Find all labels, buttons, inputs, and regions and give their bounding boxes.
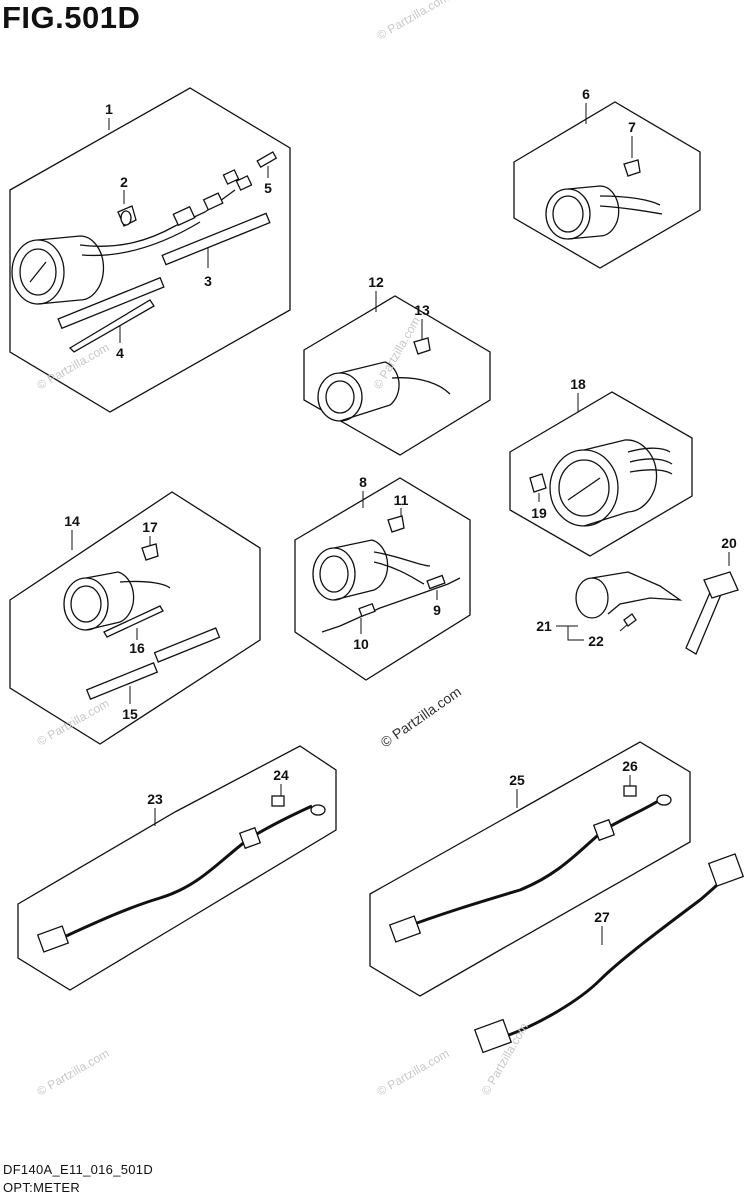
- callout-7: 7: [628, 119, 636, 135]
- callout-18: 18: [570, 376, 586, 392]
- callout-1: 1: [105, 101, 113, 117]
- callout-16: 16: [129, 640, 145, 656]
- group-box-12: [303, 295, 491, 456]
- callout-23: 23: [147, 791, 163, 807]
- group-box-8: [294, 477, 471, 681]
- callout-8: 8: [359, 474, 367, 490]
- callout-2: 2: [120, 174, 128, 190]
- callout-14: 14: [64, 513, 80, 529]
- callout-5: 5: [264, 180, 272, 196]
- callout-27: 27: [594, 909, 610, 925]
- watermark-text: © Partzilla.com: [35, 1046, 112, 1099]
- callout-13: 13: [414, 302, 430, 318]
- callout-19: 19: [531, 505, 547, 521]
- callout-9: 9: [433, 602, 441, 618]
- figure-code: DF140A_E11_016_501D: [3, 1162, 154, 1177]
- callout-17: 17: [142, 519, 158, 535]
- callout-24: 24: [273, 767, 289, 783]
- group-box-1: [9, 87, 291, 413]
- group-box-6: [513, 101, 701, 269]
- figure-name: OPT:METER: [3, 1180, 81, 1195]
- callout-25: 25: [509, 772, 525, 788]
- callout-12: 12: [368, 274, 384, 290]
- callout-10: 10: [353, 636, 369, 652]
- group-box-25: [369, 741, 691, 997]
- callout-4: 4: [116, 345, 124, 361]
- figure-title: FIG.501D: [2, 0, 141, 35]
- callout-20: 20: [721, 535, 737, 551]
- callout-15: 15: [122, 706, 138, 722]
- watermark-text: © Partzilla.com: [35, 696, 112, 749]
- callout-6: 6: [582, 86, 590, 102]
- group-box-18: [509, 391, 693, 557]
- callout-22: 22: [588, 633, 604, 649]
- callout-26: 26: [622, 758, 638, 774]
- callout-3: 3: [204, 273, 212, 289]
- watermark-text: © Partzilla.com: [370, 314, 423, 391]
- watermark-text: © Partzilla.com: [375, 0, 452, 43]
- callout-11: 11: [394, 492, 409, 508]
- watermark-text: © Partzilla.com: [375, 1046, 452, 1099]
- callout-21: 21: [536, 618, 552, 634]
- group-box-23: [17, 745, 337, 991]
- watermark-text: © Partzilla.com: [378, 683, 464, 750]
- group-box-14: [9, 491, 261, 745]
